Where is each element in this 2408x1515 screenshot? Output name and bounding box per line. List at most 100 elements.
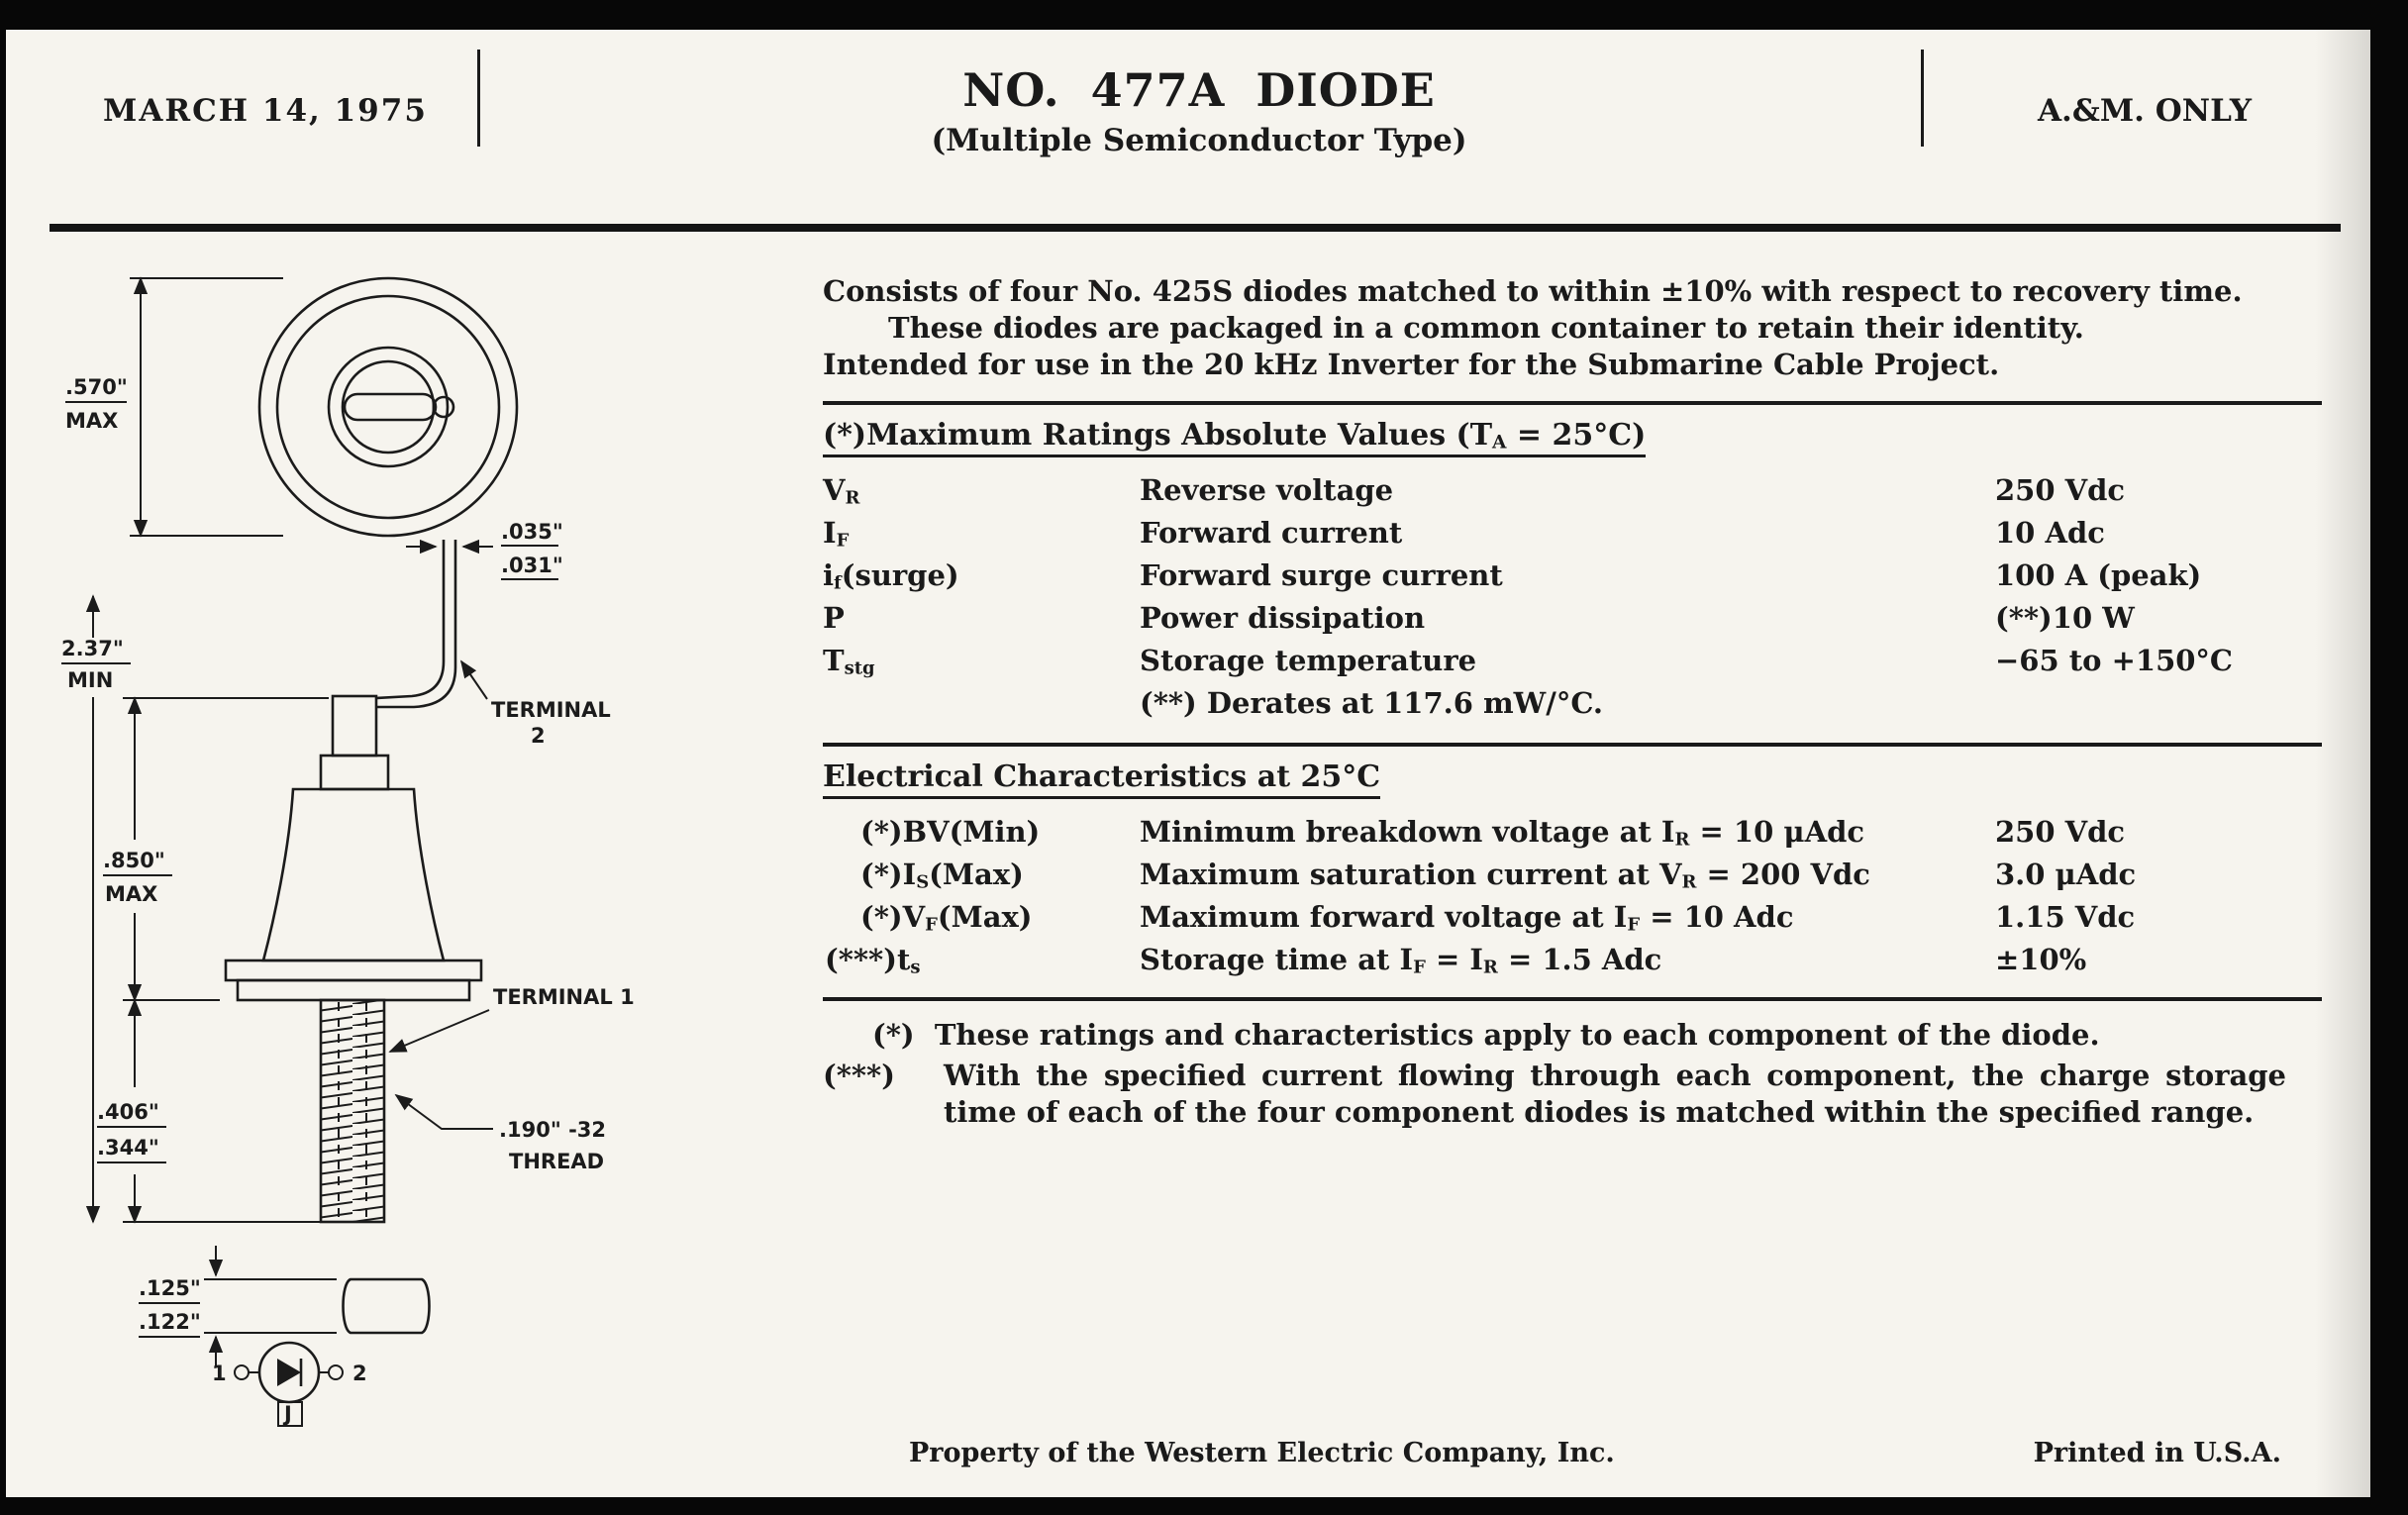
terminal-2-number: 2 xyxy=(531,724,546,748)
header-divider-right xyxy=(1921,50,1924,147)
dimension-body: .850" MAX xyxy=(103,696,329,1002)
spec-symbol: (*)BV(Min) xyxy=(860,815,1041,849)
schematic-j-label: J xyxy=(282,1402,292,1426)
max-ratings-heading: (*)Maximum Ratings Absolute Values (TA =… xyxy=(823,417,2322,457)
mechanical-drawing: .570" MAX .035" .031" TERMINAL 2 2.37 xyxy=(61,276,635,1427)
top-view xyxy=(257,276,519,538)
spec-symbol: (***)ts xyxy=(825,943,921,978)
spec-row: IF Forward current 10 Adc xyxy=(823,512,2322,555)
spec-symbol: (*)VF(Max) xyxy=(860,900,1033,936)
spec-row: P Power dissipation (**)10 W xyxy=(823,597,2322,640)
terminal-1-label: TERMINAL 1 xyxy=(388,985,635,1053)
spec-row: Tstg Storage temperature −65 to +150°C xyxy=(823,640,2322,682)
spec-symbol: if(surge) xyxy=(823,558,959,594)
dim-slug-min: .122" xyxy=(139,1310,201,1334)
slug-view: .125" .122" xyxy=(139,1246,431,1366)
note-text: With the specified current flowing throu… xyxy=(944,1059,2286,1129)
note-marker: (***) xyxy=(823,1059,895,1092)
thread-word: THREAD xyxy=(509,1150,604,1173)
spec-value: 1.15 Vdc xyxy=(1995,900,2136,934)
header-divider-left xyxy=(477,50,480,147)
dim-stud-max: .406" xyxy=(97,1100,159,1124)
spec-symbol-empty xyxy=(823,682,1140,725)
spec-row: if(surge) Forward surge current 100 A (p… xyxy=(823,555,2322,597)
spec-description: Storage temperature xyxy=(1140,644,1477,677)
dim-length-value: 2.37" xyxy=(61,637,124,660)
spec-row: VR Reverse voltage 250 Vdc xyxy=(823,469,2322,512)
spec-description: Power dissipation xyxy=(1140,601,1426,635)
section-rule-2 xyxy=(823,743,2322,747)
spec-row: (*)IS(Max) Maximum saturation current at… xyxy=(823,854,2322,896)
section-rule-1 xyxy=(823,401,2322,405)
spec-value: 10 Adc xyxy=(1995,516,2105,550)
spec-description: Minimum breakdown voltage at IR = 10 μAd… xyxy=(1140,815,1865,851)
spec-value: 250 Vdc xyxy=(1995,815,2126,849)
spec-row: (***)ts Storage time at IF = IR = 1.5 Ad… xyxy=(823,939,2322,981)
dim-570-max: MAX xyxy=(65,409,118,433)
header-rule xyxy=(50,224,2341,232)
spec-description: Storage time at IF = IR = 1.5 Adc xyxy=(1140,943,1662,978)
spec-symbol: P xyxy=(823,601,845,635)
schematic-symbol: 1 2 J xyxy=(212,1341,367,1427)
doc-date: MARCH 14, 1975 xyxy=(103,93,428,129)
dim-wire-min: .031" xyxy=(501,554,563,577)
datasheet-page: MARCH 14, 1975 NO. 477A DIODE (Multiple … xyxy=(6,30,2370,1497)
terminal-1-text: TERMINAL 1 xyxy=(493,985,635,1009)
note-triple-asterisk: (***) With the specified current flowing… xyxy=(823,1058,2322,1131)
dim-body-value: .850" xyxy=(103,849,165,872)
note-asterisk: (*) These ratings and characteristics ap… xyxy=(823,1017,2322,1054)
intro-line-3: Intended for use in the 20 kHz Inverter … xyxy=(823,348,2000,381)
dimension-570: .570" MAX xyxy=(65,276,283,538)
intro-paragraph: Consists of four No. 425S diodes matched… xyxy=(823,273,2322,383)
schematic-terminal-2: 2 xyxy=(352,1362,367,1385)
footer-property-notice: Property of the Western Electric Company… xyxy=(909,1438,1615,1468)
title-block: NO. 477A DIODE (Multiple Semiconductor T… xyxy=(477,63,1921,158)
dim-length-min: MIN xyxy=(67,668,113,692)
spec-symbol: Tstg xyxy=(823,644,875,679)
spec-description: Forward surge current xyxy=(1140,558,1503,592)
doc-title: NO. 477A DIODE xyxy=(962,63,1436,117)
thread-label: .190" -32 THREAD xyxy=(394,1093,606,1173)
spec-symbol: (*)IS(Max) xyxy=(860,858,1024,893)
dimension-stud: .406" .344" xyxy=(97,998,329,1224)
derating-footnote-row: (**) Derates at 117.6 mW/°C. xyxy=(823,682,2322,725)
max-ratings-heading-text: (*)Maximum Ratings Absolute Values (TA =… xyxy=(823,418,1647,457)
section-rule-3 xyxy=(823,997,2322,1001)
spec-row: (*)BV(Min) Minimum breakdown voltage at … xyxy=(823,811,2322,854)
dim-wire-max: .035" xyxy=(501,520,563,544)
electrical-heading-text: Electrical Characteristics at 25°C xyxy=(823,759,1381,799)
spec-value: (**)10 W xyxy=(1995,601,2135,635)
spec-description: Forward current xyxy=(1140,516,1403,550)
dim-slug-max: .125" xyxy=(139,1276,201,1300)
doc-classification: A.&M. ONLY xyxy=(2038,93,2253,129)
spec-symbol: VR xyxy=(823,473,860,509)
dimension-wire: .035" .031" xyxy=(406,520,563,580)
dim-stud-min: .344" xyxy=(97,1136,159,1160)
electrical-table: (*)BV(Min) Minimum breakdown voltage at … xyxy=(823,811,2322,981)
max-ratings-table: VR Reverse voltage 250 Vdc IF Forward cu… xyxy=(823,469,2322,725)
spec-symbol: IF xyxy=(823,516,850,552)
schematic-terminal-1: 1 xyxy=(212,1362,227,1385)
spec-row: (*)VF(Max) Maximum forward voltage at IF… xyxy=(823,896,2322,939)
terminal-2-label: TERMINAL 2 xyxy=(459,659,611,748)
spec-description: Maximum saturation current at VR = 200 V… xyxy=(1140,858,1870,893)
lead-wire xyxy=(375,540,457,709)
spec-description: Reverse voltage xyxy=(1140,473,1394,507)
footer-printed-in: Printed in U.S.A. xyxy=(2033,1438,2281,1468)
doc-subtitle: (Multiple Semiconductor Type) xyxy=(931,123,1467,158)
terminal-2-text: TERMINAL xyxy=(491,698,611,722)
spec-value: −65 to +150°C xyxy=(1995,644,2234,677)
dim-body-max: MAX xyxy=(105,882,157,906)
intro-line-2: These diodes are packaged in a common co… xyxy=(888,311,2084,345)
intro-line-1: Consists of four No. 425S diodes matched… xyxy=(823,274,2243,308)
note-text: These ratings and characteristics apply … xyxy=(934,1018,2100,1052)
spec-content: Consists of four No. 425S diodes matched… xyxy=(823,273,2322,1131)
electrical-heading: Electrical Characteristics at 25°C xyxy=(823,758,2322,799)
side-view xyxy=(224,694,483,1224)
derating-footnote: (**) Derates at 117.6 mW/°C. xyxy=(1140,686,1604,720)
spec-value: 3.0 μAdc xyxy=(1995,858,2137,891)
note-marker: (*) xyxy=(872,1018,915,1052)
spec-description: Maximum forward voltage at IF = 10 Adc xyxy=(1140,900,1794,936)
spec-value: ±10% xyxy=(1995,943,2087,976)
dimension-length: 2.37" MIN xyxy=(61,594,131,1224)
